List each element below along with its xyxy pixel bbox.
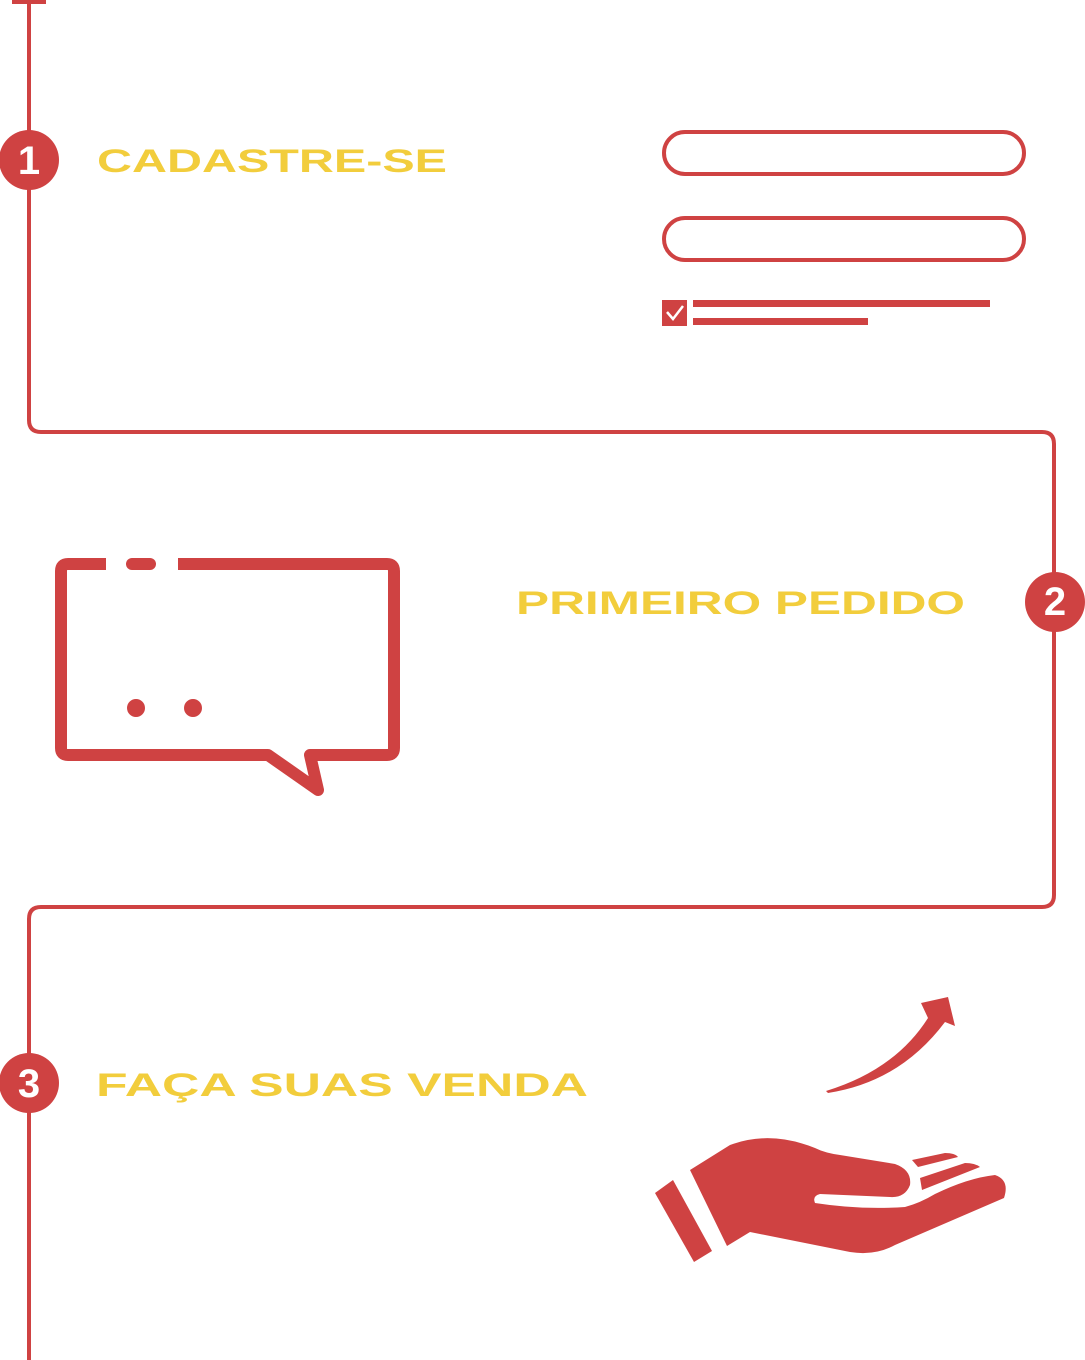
step-2-number: 2 (1044, 580, 1066, 624)
step-3-number: 3 (18, 1062, 40, 1106)
step-1-title: CADASTRE-SE (97, 143, 447, 179)
step-3-badge (0, 1053, 59, 1113)
step-3-title: FAÇA SUAS VENDA (96, 1067, 588, 1103)
timeline-path (12, 0, 1056, 1360)
hand-growth-icon (655, 997, 1006, 1262)
step-2-badge (1025, 572, 1085, 632)
step-1-number: 1 (18, 139, 40, 183)
step-2: 2 PRIMEIRO PEDIDO (55, 558, 1085, 796)
signup-form-icon (662, 130, 1026, 326)
step-1-badge (0, 130, 59, 190)
step-3: 3 FAÇA SUAS VENDA (0, 997, 1006, 1262)
chat-bubble-icon (55, 558, 400, 796)
step-1: 1 CADASTRE-SE (0, 130, 1026, 326)
step-2-title: PRIMEIRO PEDIDO (516, 585, 965, 621)
